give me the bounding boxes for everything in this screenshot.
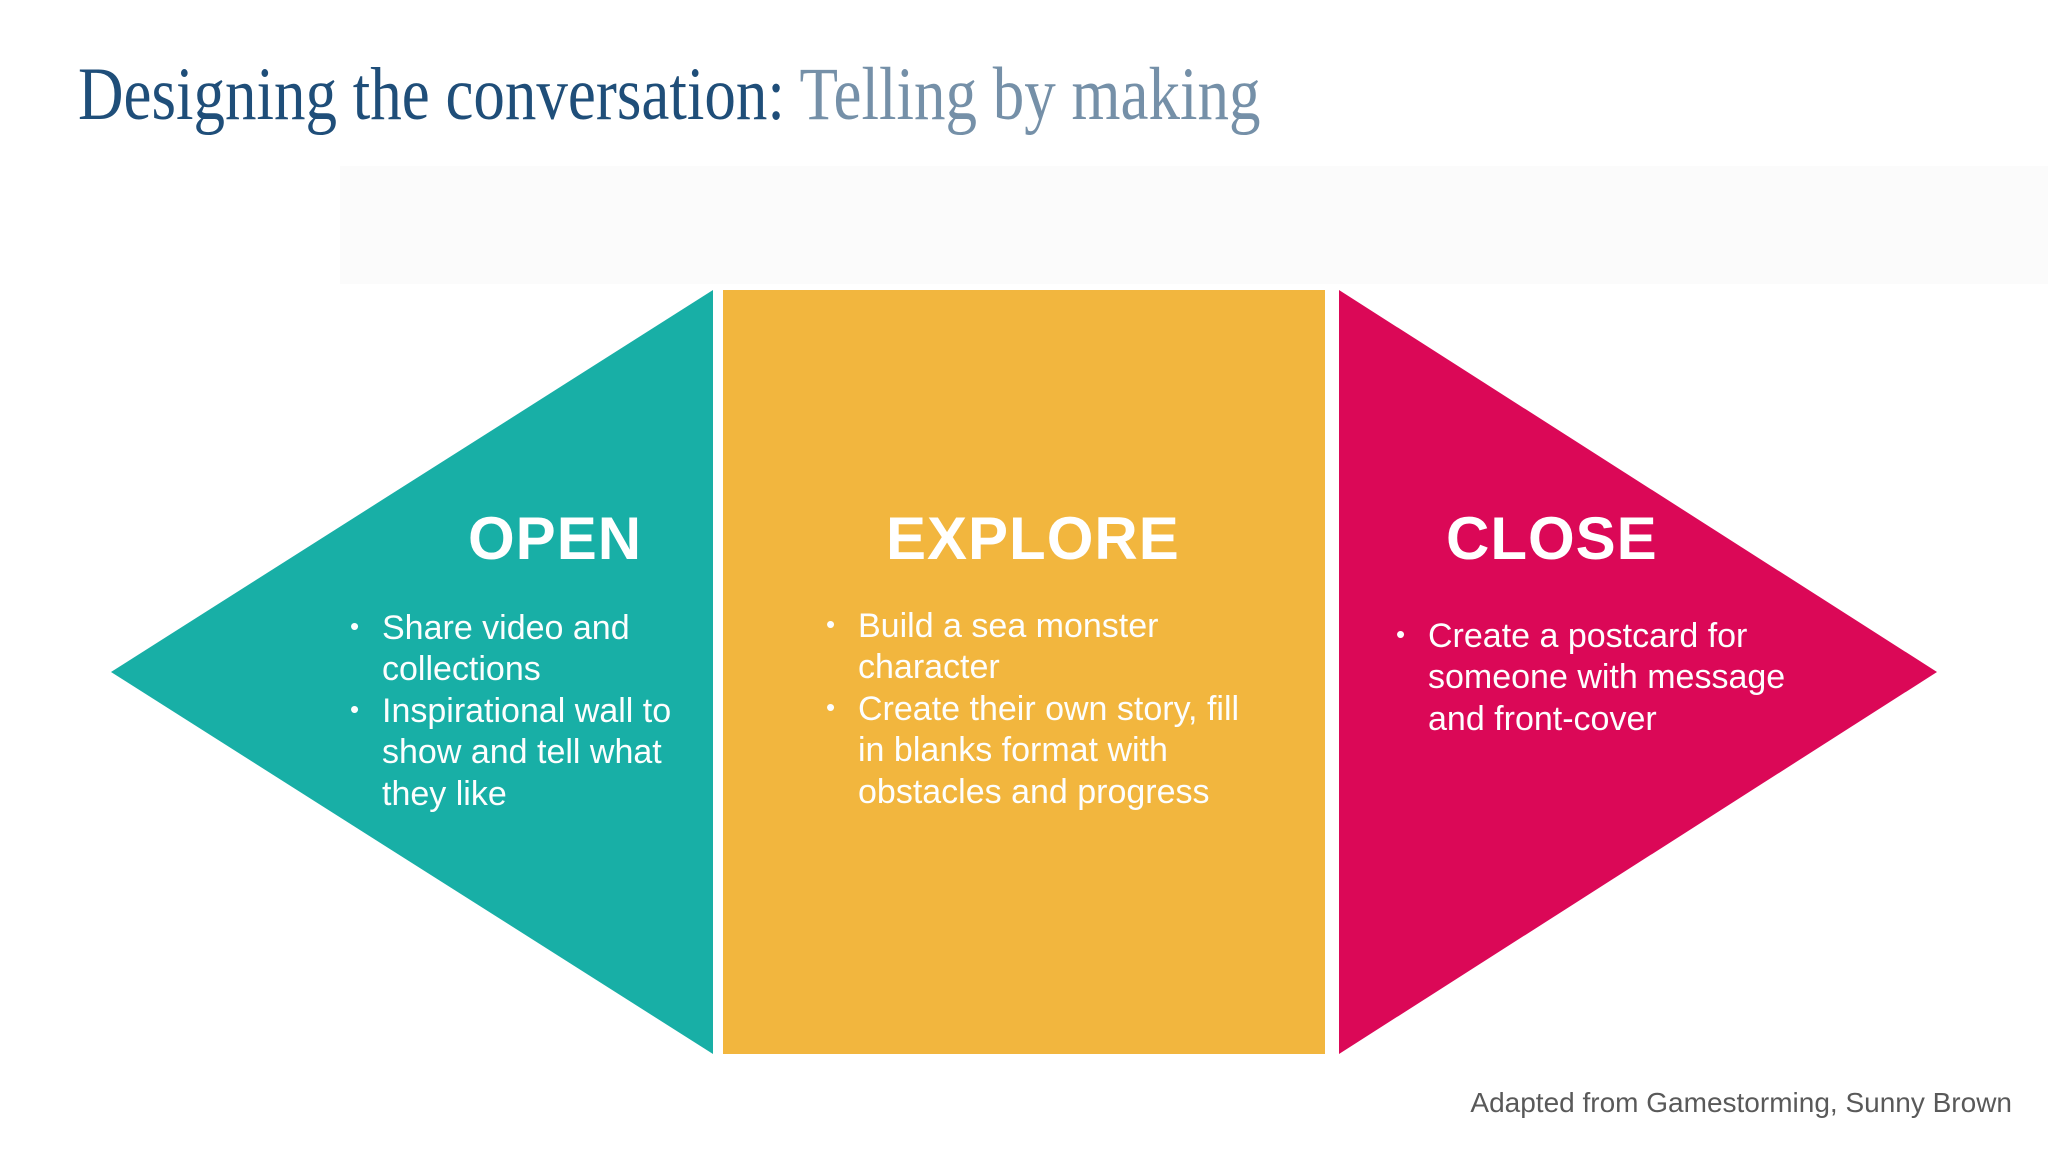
open-bullet-list: • Share video and collections • Inspirat… (350, 608, 732, 815)
list-item: • Inspirational wall to show and tell wh… (350, 691, 732, 815)
bullet-text: Build a sea monster character (858, 607, 1159, 687)
bullet-text: Share video and collections (382, 609, 630, 689)
page-title: Designing the conversation: Telling by m… (78, 46, 1260, 144)
bullet-icon: • (826, 691, 836, 722)
list-item: • Create a postcard for someone with mes… (1396, 616, 1826, 740)
bullet-icon: • (350, 693, 360, 724)
list-item: • Share video and collections (350, 608, 732, 691)
list-item: • Build a sea monster character (826, 606, 1266, 689)
page-title-primary: Designing the conversation: (78, 53, 785, 136)
explore-bullet-list: • Build a sea monster character • Create… (826, 606, 1266, 813)
close-heading: CLOSE (1446, 505, 1658, 572)
bullet-icon: • (1396, 619, 1406, 649)
page-title-secondary: Telling by making (784, 53, 1261, 136)
bullet-text: Create their own story, fill in blanks f… (858, 689, 1240, 811)
bullet-icon: • (826, 609, 836, 639)
explore-rectangle-shape (723, 290, 1325, 1054)
close-bullet-list: • Create a postcard for someone with mes… (1396, 616, 1826, 740)
bullet-icon: • (350, 611, 360, 641)
bullet-text: Create a postcard for someone with messa… (1428, 617, 1786, 738)
list-item: • Create their own story, fill in blanks… (826, 689, 1266, 813)
explore-heading: EXPLORE (886, 505, 1180, 572)
open-heading: OPEN (468, 505, 643, 572)
attribution-credit: Adapted from Gamestorming, Sunny Brown (1470, 1087, 2012, 1118)
background-band (340, 166, 2048, 284)
bullet-text: Inspirational wall to show and tell what… (382, 691, 672, 813)
